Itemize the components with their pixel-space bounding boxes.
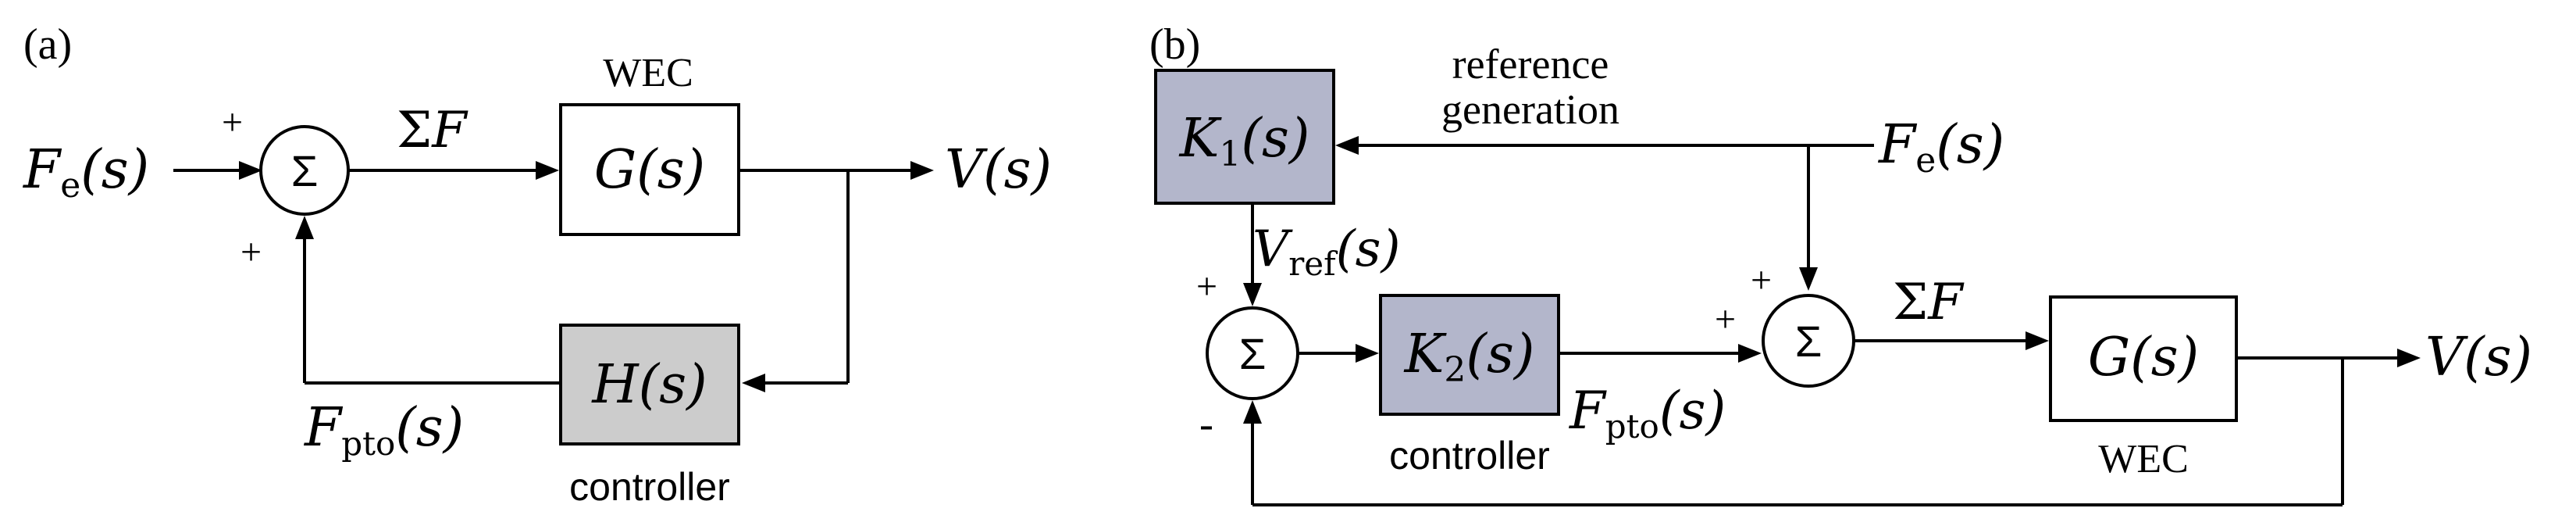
panel-b-plant-title: WEC — [2098, 437, 2189, 481]
panel-b-sum2-plus-left: + — [1715, 299, 1736, 340]
panel-a-output-arrow — [910, 161, 934, 180]
panel-b-output-label: V(s) — [2425, 327, 2532, 388]
panel-a-input-sub: e — [60, 166, 80, 206]
panel-b-sum-force-label: ΣF — [1893, 274, 1965, 331]
panel-b-k2-label: K2(s) — [1403, 324, 1535, 390]
panel-b-input-label: Fe(s) — [1877, 114, 2004, 181]
panel-a-feedback-label: Fpto(s) — [303, 397, 464, 463]
panel-a-controller-label: controller — [569, 465, 730, 509]
panel-a: (a) Fe(s) Σ + + ΣF WEC G(s) V(s) — [22, 20, 1052, 509]
panel-a-plus-bottom: + — [240, 231, 262, 273]
panel-a-tag: (a) — [23, 20, 72, 69]
panel-b-k1-block — [1154, 69, 1335, 205]
panel-b-output-arrow — [2397, 349, 2421, 367]
panel-a-input-label: Fe(s) — [22, 139, 149, 206]
panel-a-plus-top: + — [222, 102, 243, 143]
panel-b-vref-arrow — [1243, 283, 1262, 306]
panel-b-sum1-to-k2-arrow — [1356, 344, 1379, 363]
panel-b-controller-label: controller — [1389, 434, 1550, 478]
panel-a-output-label: V(s) — [945, 139, 1052, 201]
panel-a-input-F: F — [22, 139, 62, 201]
panel-a-plant-title: WEC — [603, 51, 693, 95]
panel-b-sum2-plus-top: + — [1751, 259, 1772, 301]
panel-b-sum2-symbol: Σ — [1795, 317, 1822, 366]
panel-b-tag: (b) — [1149, 20, 1200, 69]
panel-b-vref-label: Vref(s) — [1252, 220, 1400, 283]
panel-b-ref-gen-line1: reference — [1452, 41, 1609, 88]
panel-b-fpto-label: Fpto(s) — [1569, 381, 1726, 445]
panel-b-ref-gen-line2: generation — [1441, 86, 1619, 133]
panel-a-sum-to-plant-arrow — [536, 161, 559, 180]
panel-a-plant-block — [559, 103, 740, 236]
panel-a-controller-block-label: H(s) — [590, 354, 707, 416]
panel-b-feedback-arrow — [1243, 400, 1262, 424]
panel-b-plant-block — [2049, 295, 2238, 422]
panel-b-k2-to-sum2-arrow — [1738, 344, 1762, 363]
panel-b: (b) K1(s) reference generation Fe(s) Vre… — [1149, 20, 2532, 506]
panel-a-plant-label: G(s) — [594, 139, 705, 201]
panel-b-input-down-arrow — [1799, 267, 1818, 291]
panel-b-sum1-plus: + — [1196, 266, 1217, 307]
panel-b-k1-label: K1(s) — [1178, 108, 1310, 174]
panel-a-feedback-arrow — [295, 216, 314, 239]
panel-b-sum1-symbol: Σ — [1239, 329, 1267, 378]
panel-a-sum-symbol: Σ — [291, 146, 319, 195]
panel-a-sum-force-label: ΣF — [397, 102, 469, 159]
panel-a-controller-block — [559, 324, 740, 445]
panel-b-plant-label: G(s) — [2088, 327, 2199, 388]
panel-a-input-arg: (s) — [80, 139, 149, 201]
panel-b-input-to-k1-arrow — [1335, 136, 1359, 155]
panel-b-sum1-minus: - — [1199, 400, 1213, 447]
panel-a-feedback-to-controller-arrow — [742, 374, 765, 392]
panel-a-input-arrow — [239, 161, 262, 180]
panel-b-sum2-to-plant-arrow — [2026, 331, 2049, 350]
